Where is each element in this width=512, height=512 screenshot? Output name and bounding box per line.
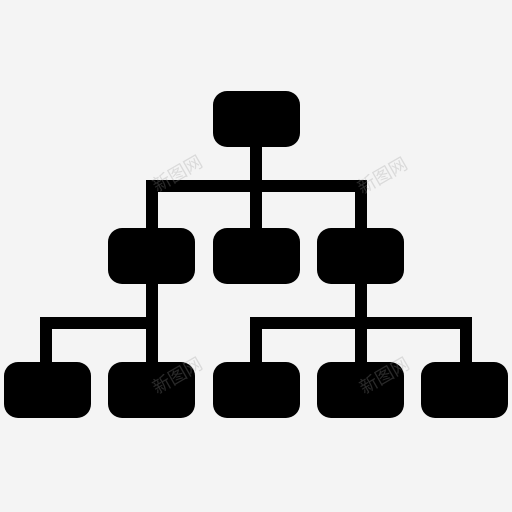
connector-lines	[40, 134, 472, 371]
node-level2-center	[213, 228, 300, 284]
node-level3-2	[108, 362, 195, 418]
node-level3-5	[421, 362, 508, 418]
node-root	[213, 91, 300, 147]
node-level2-left	[108, 228, 195, 284]
node-level3-3	[213, 362, 300, 418]
node-level3-4	[317, 362, 404, 418]
node-level2-right	[317, 228, 404, 284]
node-level3-1	[4, 362, 91, 418]
